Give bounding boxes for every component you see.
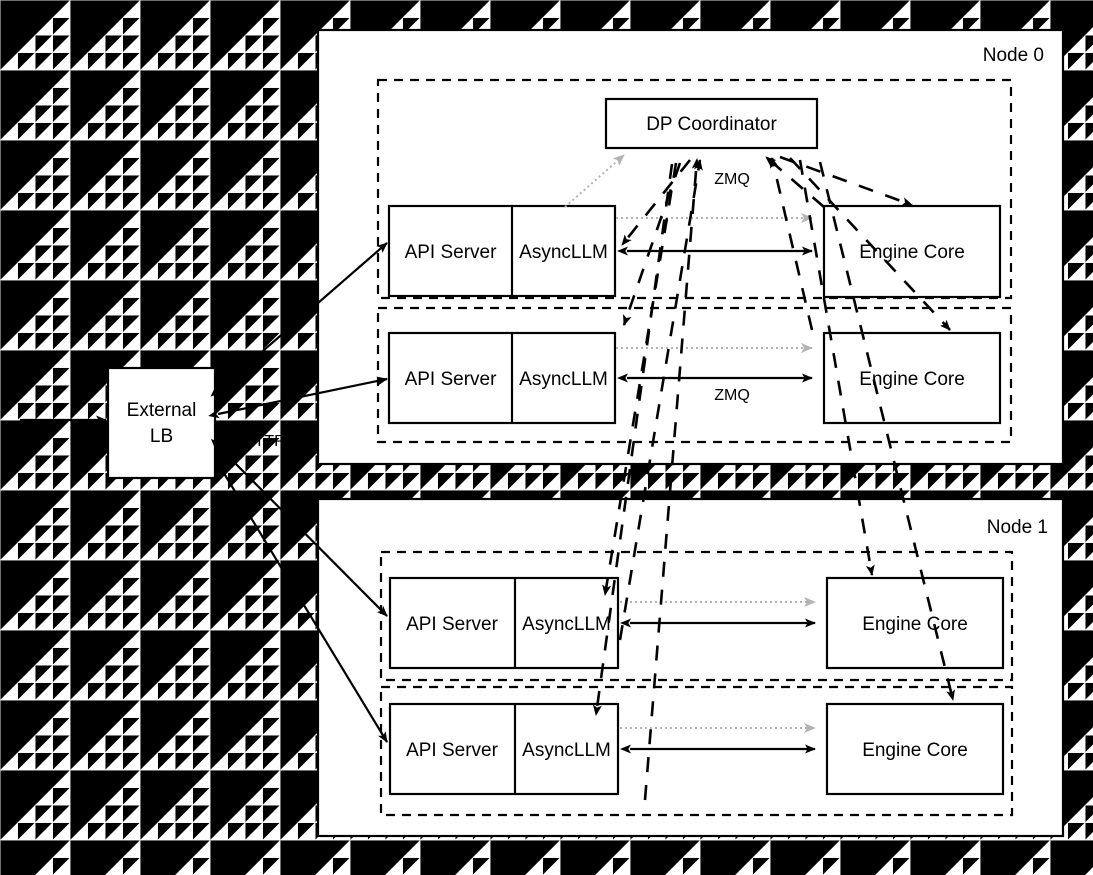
- node-0-group-1: API Server AsyncLLM Engine Core ZMQ: [376, 306, 1013, 444]
- coordinator-to-async-0-1: [622, 162, 682, 326]
- node-1-group-0-engine-core-box[interactable]: [825, 576, 1005, 670]
- engine-1-0-to-coordinator: [618, 159, 703, 641]
- node-0-group-1-api-server-label: API Server: [405, 369, 498, 390]
- zmq-second-label: ZMQ: [714, 387, 750, 404]
- node-1-group-0-engine-core-label: Engine Core: [862, 614, 968, 635]
- node-1-group-1-api-unit[interactable]: [388, 702, 620, 796]
- node-1-container: Node 1 API Server AsyncLLM Engine Core A…: [316, 497, 1065, 838]
- external-lb-label-line1: External: [127, 400, 197, 421]
- lb-to-api-1-1: [216, 461, 388, 743]
- node-0-group-0-boundary: [376, 78, 1013, 300]
- node-1-label: Node 1: [987, 517, 1048, 538]
- external-lb-box[interactable]: [106, 366, 217, 480]
- lb-to-api-0-1: [208, 376, 388, 419]
- node-0-group-0-api-unit[interactable]: [387, 204, 617, 298]
- node-0-container: Node 0 DP Coordinator API Server AsyncLL…: [316, 28, 1065, 466]
- node-0-group-1-async-llm-label: AsyncLLM: [519, 369, 608, 390]
- node-0-group-1-engine-core-label: Engine Core: [859, 369, 965, 390]
- coordinator-to-engine-0-1: [789, 157, 951, 331]
- coordinator-to-async-1-1: [592, 163, 674, 716]
- node-1-group-0-async-llm-label: AsyncLLM: [522, 614, 611, 635]
- node-1-group-0-api-unit[interactable]: [388, 576, 620, 670]
- node-1-group-1-async-llm-label: AsyncLLM: [522, 740, 611, 761]
- http-label: HTTP: [243, 433, 285, 450]
- node-0-group-0-async-to-coordinator-dotted: [564, 154, 625, 208]
- node-0-group-0-engine-core-label: Engine Core: [859, 242, 965, 263]
- zmq-top-label: ZMQ: [714, 171, 750, 188]
- node-0-group-1-api-unit[interactable]: [387, 331, 617, 425]
- node-1-group-0: API Server AsyncLLM Engine Core: [379, 550, 1014, 682]
- node-1-group-1-boundary: [379, 685, 1014, 817]
- coordinator-to-engine-0-0: [779, 155, 913, 207]
- lb-to-api-0-0: [210, 242, 388, 397]
- node-1-group-1-engine-core-label: Engine Core: [862, 740, 968, 761]
- node-1-group-1-api-server-label: API Server: [406, 740, 499, 761]
- node-1-group-0-api-server-label: API Server: [406, 614, 499, 635]
- node-0-group-1-engine-core-box[interactable]: [822, 331, 1002, 425]
- external-lb-container: External LB HTTP: [20, 242, 388, 743]
- coordinator-to-engine-1-1: [818, 161, 955, 701]
- node-0-group-0-engine-core-box[interactable]: [822, 204, 1002, 299]
- dp-coordinator-dashed-links: [592, 155, 955, 801]
- node-1-group-1-engine-core-box[interactable]: [825, 702, 1005, 796]
- node-0-group-0-async-llm-label: AsyncLLM: [519, 242, 608, 263]
- engine-0-1-to-coordinator: [769, 157, 814, 331]
- coordinator-to-async-0-0: [620, 159, 692, 246]
- dp-coordinator-label: DP Coordinator: [646, 114, 777, 135]
- coordinator-to-async-1-0: [602, 162, 678, 596]
- node-1-group-0-boundary: [379, 550, 1014, 682]
- external-lb-label-line2: LB: [150, 426, 173, 447]
- engine-1-1-to-coordinator: [643, 158, 701, 801]
- coordinator-to-engine-1-0: [798, 159, 875, 576]
- node-0-group-0: DP Coordinator API Server AsyncLLM Engin…: [376, 78, 1013, 300]
- node-1-group-1: API Server AsyncLLM Engine Core: [379, 685, 1014, 817]
- node-0-group-0-api-server-label: API Server: [405, 242, 498, 263]
- dp-coordinator-box[interactable]: [604, 97, 819, 150]
- node-0-label: Node 0: [983, 45, 1044, 66]
